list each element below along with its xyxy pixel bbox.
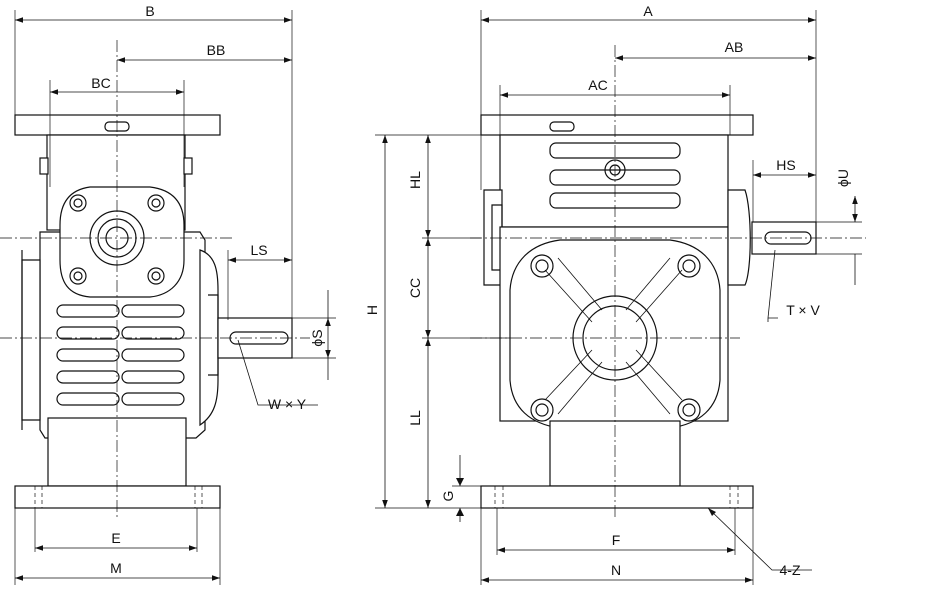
label-LS: LS xyxy=(250,242,267,258)
side-bearing-cover xyxy=(59,186,185,298)
label-AC: AC xyxy=(588,77,607,93)
side-view xyxy=(0,40,310,520)
label-AB: AB xyxy=(725,39,744,55)
leader-TxV xyxy=(767,249,778,322)
front-base-plate xyxy=(480,485,754,509)
label-M: M xyxy=(110,560,122,576)
side-dimensions: B BB BC LS ϕS W × Y E M xyxy=(14,3,336,585)
front-view xyxy=(470,45,866,520)
side-ribs xyxy=(56,304,185,406)
front-dimensions: A AB AC HS ϕU T × V HL CC H LL G F N 4-Z xyxy=(364,3,862,585)
label-H: H xyxy=(364,305,380,315)
label-TxV: T × V xyxy=(786,302,820,318)
label-HS: HS xyxy=(776,157,795,173)
label-LL: LL xyxy=(407,410,423,426)
label-E: E xyxy=(111,530,120,546)
leader-WxY xyxy=(237,339,318,406)
label-4-Z: 4-Z xyxy=(780,562,801,578)
label-phiS: ϕS xyxy=(309,329,325,346)
side-base-plate xyxy=(14,485,221,509)
label-HL: HL xyxy=(407,171,423,189)
front-top-plate xyxy=(480,114,754,136)
label-G: G xyxy=(440,491,456,502)
label-B: B xyxy=(145,3,154,19)
label-BC: BC xyxy=(91,75,110,91)
label-N: N xyxy=(611,562,621,578)
label-CC: CC xyxy=(407,278,423,298)
label-F: F xyxy=(612,532,621,548)
label-phiU: ϕU xyxy=(835,169,851,187)
label-BB: BB xyxy=(207,42,226,58)
label-WxY: W × Y xyxy=(268,396,307,412)
label-A: A xyxy=(643,3,653,19)
leader-4-Z xyxy=(707,507,812,571)
